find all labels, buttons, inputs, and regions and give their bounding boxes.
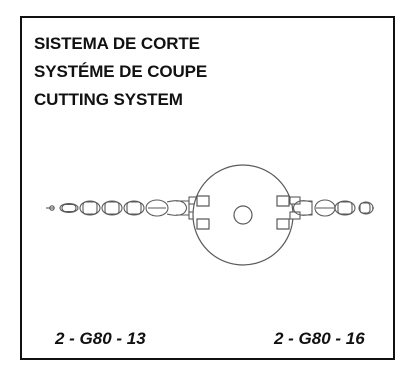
right-code-label: 2 - G80 - 16 bbox=[274, 329, 365, 348]
cutting-system-card: SISTEMA DE CORTE SYSTÉME DE COUPE CUTTIN… bbox=[20, 16, 395, 360]
cutting-system-diagram bbox=[46, 164, 374, 266]
title-french: SYSTÉME DE COUPE bbox=[34, 62, 208, 81]
title-english: CUTTING SYSTEM bbox=[34, 90, 183, 109]
center-hub bbox=[192, 164, 294, 266]
cutting-system-title: SISTEMA DE CORTE SYSTÉME DE COUPE CUTTIN… bbox=[34, 30, 207, 114]
left-code-label: 2 - G80 - 13 bbox=[55, 329, 146, 348]
left-chain bbox=[46, 196, 200, 220]
right-chain bbox=[289, 196, 374, 220]
title-spanish: SISTEMA DE CORTE bbox=[34, 34, 200, 53]
